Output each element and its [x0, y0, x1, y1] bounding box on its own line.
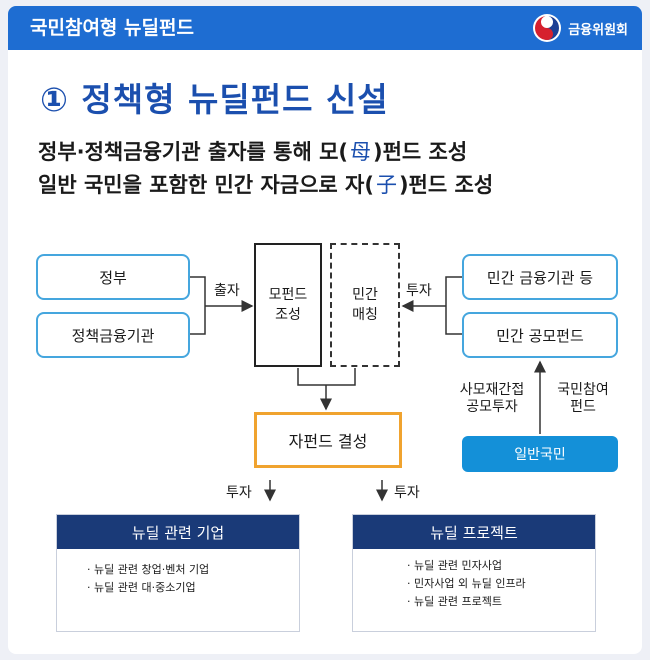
policy-finance-box: 정책금융기관 [36, 312, 190, 358]
citizen-box: 일반국민 [462, 436, 618, 472]
subtitle-1-text: 정부·정책금융기관 출자를 통해 모( [38, 140, 348, 164]
panel-right-list: · 뉴딜 관련 민자사업 · 민자사업 외 뉴딜 인프라 · 뉴딜 관련 프로젝… [353, 549, 595, 611]
child-fund-box: 자펀드 결성 [254, 412, 402, 468]
subtitle-line-1: 정부·정책금융기관 출자를 통해 모(母)펀드 조성 [38, 137, 467, 167]
panel-left-title: 뉴딜 관련 기업 [57, 515, 299, 549]
panel-newdeal-companies: 뉴딜 관련 기업 · 뉴딜 관련 창업·벤처 기업 · 뉴딜 관련 대·중소기업 [56, 514, 300, 632]
left-bracket-line [190, 276, 206, 335]
header-bar: 국민참여형 뉴딜펀드 금융위원회 [8, 6, 642, 50]
invest-label-right: 투자 [406, 283, 432, 299]
private-public-fund-box: 민간 공모펀드 [462, 312, 618, 358]
list-item: · 뉴딜 관련 창업·벤처 기업 [87, 563, 210, 576]
invest-label-left: 출자 [214, 283, 240, 299]
fsc-logo: 금융위원회 [532, 12, 628, 44]
invest-down-left-label: 투자 [226, 485, 252, 501]
private-line-1: 민간 [352, 287, 378, 303]
private-line-2: 매칭 [352, 307, 378, 323]
mother-line-1: 모펀드 [268, 287, 308, 303]
merge-line [297, 368, 356, 386]
list-item: · 뉴딜 관련 대·중소기업 [87, 581, 196, 594]
hanja-mother: 母 [350, 140, 371, 164]
indirect-line-1: 사모재간접 [459, 382, 525, 398]
indirect-invest-label: 사모재간접 공모투자 [452, 382, 532, 416]
panel-left-list: · 뉴딜 관련 창업·벤처 기업 · 뉴딜 관련 대·중소기업 [57, 549, 299, 597]
subtitle-line-2: 일반 국민을 포함한 민간 자금으로 자(子)펀드 조성 [38, 170, 493, 200]
panel-right-title: 뉴딜 프로젝트 [353, 515, 595, 549]
citizen-fund-label: 국민참여 펀드 [548, 382, 618, 416]
list-item: · 뉴딜 관련 민자사업 [407, 559, 502, 572]
list-item: · 민자사업 외 뉴딜 인프라 [407, 577, 526, 590]
mother-fund-box: 모펀드 조성 [254, 243, 322, 367]
gov-box: 정부 [36, 254, 190, 300]
citizen-fund-line-2: 펀드 [570, 399, 596, 415]
section-title: ① 정책형 뉴딜펀드 신설 [40, 80, 389, 119]
taegeuk-emblem-icon [533, 14, 562, 42]
private-matching-box: 민간 매칭 [330, 243, 400, 367]
indirect-line-2: 공모투자 [466, 399, 518, 415]
header-title: 국민참여형 뉴딜펀드 [30, 17, 194, 39]
right-bracket-line [445, 276, 462, 335]
list-item: · 뉴딜 관련 프로젝트 [407, 595, 502, 608]
panel-newdeal-projects: 뉴딜 프로젝트 · 뉴딜 관련 민자사업 · 민자사업 외 뉴딜 인프라 · 뉴… [352, 514, 596, 632]
citizen-fund-line-1: 국민참여 [557, 382, 609, 398]
subtitle-2-end: )펀드 조성 [398, 173, 494, 197]
mother-line-2: 조성 [275, 307, 301, 323]
logo-text: 금융위원회 [568, 22, 628, 38]
subtitle-2-text: 일반 국민을 포함한 민간 자금으로 자( [38, 173, 374, 197]
subtitle-1-end: )펀드 조성 [373, 140, 468, 164]
private-finance-box: 민간 금융기관 등 [462, 254, 618, 300]
invest-down-right-label: 투자 [394, 485, 420, 501]
hanja-child: 子 [375, 173, 397, 197]
